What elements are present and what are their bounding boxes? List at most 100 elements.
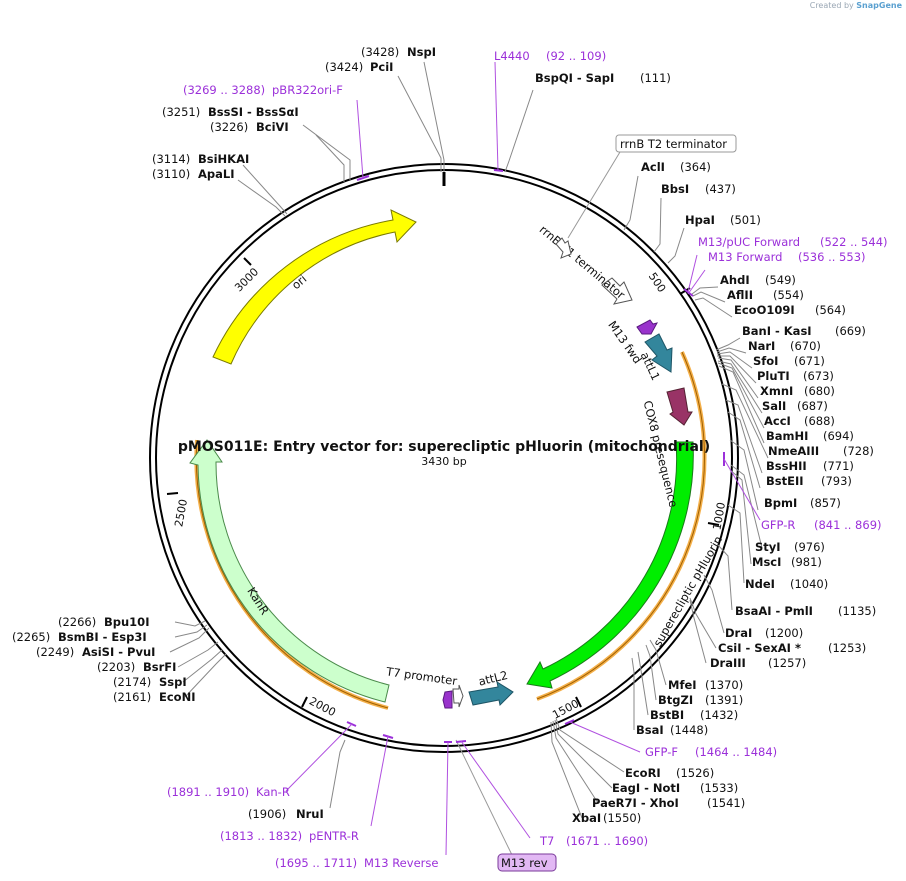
feature-rrnb-t1[interactable]: rrnB T1 terminator	[537, 222, 633, 305]
feature-rrnb-t2[interactable]: rrnB T2 terminator	[555, 134, 737, 259]
svg-text:(549): (549)	[765, 273, 796, 287]
site-xbai[interactable]: XbaI(1550)	[572, 811, 641, 825]
site-bsrfi[interactable]: (2203)BsrFI	[97, 660, 176, 674]
site-csii[interactable]: CsiI - SexAI *(1253)	[718, 641, 866, 655]
primer-m13-puc-forward[interactable]: M13/pUC Forward (522 .. 544)	[698, 235, 888, 249]
site-bsssi[interactable]: (3251)BssSI - BssSαI	[162, 105, 299, 119]
site-apali[interactable]: (3110)ApaLI	[152, 167, 235, 181]
site-nari[interactable]: NarI(670)	[748, 339, 821, 353]
svg-text:MfeI: MfeI	[668, 678, 697, 692]
svg-text:(1464 .. 1484): (1464 .. 1484)	[695, 745, 777, 759]
tick-3000-label: 3000	[232, 265, 261, 294]
plasmid-title: pMOS011E: Entry vector for: supereclipti…	[178, 439, 710, 455]
svg-text:T7: T7	[539, 834, 554, 848]
rrnb-t1-label: rrnB T1 terminator	[537, 222, 628, 302]
feature-m13-rev[interactable]: M13 rev	[442, 690, 557, 872]
site-paer7i[interactable]: PaeR7I - XhoI(1541)	[592, 796, 745, 810]
rrnb-t2-label: rrnB T2 terminator	[620, 137, 727, 151]
svg-text:(841 .. 869): (841 .. 869)	[814, 518, 882, 532]
site-bamhi[interactable]: BamHI(694)	[766, 429, 854, 443]
site-bsai[interactable]: BsaI(1448)	[636, 723, 708, 737]
svg-text:M13/pUC Forward: M13/pUC Forward	[698, 235, 800, 249]
site-sali[interactable]: SalI(687)	[762, 399, 828, 413]
svg-text:L4440: L4440	[494, 49, 530, 63]
site-ecoo109i[interactable]: EcoO109I(564)	[734, 303, 846, 317]
svg-text:EcoRI: EcoRI	[625, 766, 661, 780]
site-sspi[interactable]: (2174)SspI	[113, 675, 187, 689]
rrnb-t1-arrow	[601, 277, 633, 305]
svg-text:(2266): (2266)	[58, 615, 96, 629]
site-bstbi[interactable]: BstBI(1432)	[650, 708, 738, 722]
svg-text:(3269 .. 3288): (3269 .. 3288)	[183, 83, 265, 97]
site-ecori[interactable]: EcoRI(1526)	[625, 766, 714, 780]
site-bpmi[interactable]: BpmI(857)	[764, 496, 841, 510]
svg-text:(2249): (2249)	[36, 645, 74, 659]
attl2-label: attL2	[477, 668, 509, 689]
site-msci[interactable]: MscI(981)	[752, 555, 822, 569]
primer-m13-forward[interactable]: M13 Forward(536 .. 553)	[708, 250, 866, 264]
primer-t7[interactable]: T7(1671 .. 1690)	[539, 834, 648, 848]
svg-text:BamHI: BamHI	[766, 429, 808, 443]
primer-l4440[interactable]: L4440(92 .. 109)	[494, 49, 606, 63]
svg-text:BtgZI: BtgZI	[658, 693, 693, 707]
feature-kanr[interactable]: KanR	[189, 439, 390, 703]
primer-pbr322ori-f[interactable]: (3269 .. 3288)pBR322ori-F	[183, 83, 343, 97]
feature-ori[interactable]: ori	[212, 209, 417, 365]
svg-text:(1541): (1541)	[707, 796, 745, 810]
site-nspi[interactable]: (3428)NspI	[361, 45, 436, 59]
svg-text:NmeAIII: NmeAIII	[768, 444, 819, 458]
svg-text:AflII: AflII	[727, 288, 753, 302]
primer-labels: (3269 .. 3288)pBR322ori-F L4440(92 .. 10…	[167, 49, 888, 870]
site-acli[interactable]: AclI(364)	[641, 160, 711, 174]
svg-text:(728): (728)	[843, 444, 874, 458]
svg-text:(687): (687)	[797, 399, 828, 413]
site-styi[interactable]: StyI(976)	[755, 540, 825, 554]
svg-text:NruI: NruI	[296, 807, 324, 821]
svg-text:(3428): (3428)	[361, 45, 399, 59]
svg-text:SspI: SspI	[159, 675, 187, 689]
site-hpai[interactable]: HpaI(501)	[685, 213, 761, 227]
site-bsteii[interactable]: BstEII(793)	[766, 474, 852, 488]
site-sfoi[interactable]: SfoI(671)	[753, 354, 825, 368]
site-bspqi[interactable]: BspQI - SapI(111)	[535, 71, 671, 85]
site-asisi[interactable]: (2249)AsiSI - PvuI	[36, 645, 155, 659]
site-xmni[interactable]: XmnI(680)	[760, 384, 835, 398]
svg-text:MscI: MscI	[752, 555, 781, 569]
site-bcivi[interactable]: (3226)BciVI	[210, 120, 289, 134]
site-bsaai[interactable]: BsaAI - PmlI(1135)	[735, 604, 876, 618]
site-bsshii[interactable]: BssHII(771)	[766, 459, 854, 473]
tick-1000	[707, 522, 720, 526]
svg-text:BciVI: BciVI	[256, 120, 289, 134]
primer-m13-reverse[interactable]: (1695 .. 1711)M13 Reverse	[275, 856, 438, 870]
site-ahdi[interactable]: AhdI(549)	[720, 273, 796, 287]
site-eagi[interactable]: EagI - NotI(1533)	[612, 781, 738, 795]
site-ndei[interactable]: NdeI(1040)	[745, 577, 828, 591]
site-nmeaiii[interactable]: NmeAIII (728)	[768, 444, 874, 458]
site-bani[interactable]: BanI - KasI(669)	[742, 324, 866, 338]
site-bsmbi[interactable]: (2265)BsmBI - Esp3I	[12, 630, 147, 644]
svg-text:BsaI: BsaI	[636, 723, 664, 737]
feature-attl2[interactable]: attL2	[468, 668, 514, 707]
site-acci[interactable]: AccI(688)	[764, 414, 835, 428]
site-econi[interactable]: (2161)EcoNI	[113, 690, 195, 704]
feature-superecliptic-phluorin[interactable]: superecliptic pHluorin	[526, 441, 725, 689]
primer-kan-r[interactable]: (1891 .. 1910)Kan-R	[167, 785, 290, 799]
svg-text:(522 .. 544): (522 .. 544)	[820, 235, 888, 249]
site-aflii[interactable]: AflII(554)	[727, 288, 804, 302]
site-pluti[interactable]: PluTI(673)	[757, 369, 834, 383]
primer-gfp-f[interactable]: GFP-F(1464 .. 1484)	[645, 745, 777, 759]
site-drai[interactable]: DraI(1200)	[725, 626, 803, 640]
site-mfei[interactable]: MfeI(1370)	[668, 678, 743, 692]
primer-pentr-r[interactable]: (1813 .. 1832)pENTR-R	[220, 829, 359, 843]
site-btgzi[interactable]: BtgZI(1391)	[658, 693, 743, 707]
svg-text:(857): (857)	[810, 496, 841, 510]
site-bbsi[interactable]: BbsI(437)	[661, 182, 736, 196]
site-bsihkai[interactable]: (3114)BsiHKAI	[152, 152, 249, 166]
site-pcii[interactable]: (3424)PciI	[325, 60, 393, 74]
svg-text:(673): (673)	[803, 369, 834, 383]
site-bpu10i[interactable]: (2266)Bpu10I	[58, 615, 149, 629]
site-draiii[interactable]: DraIII(1257)	[710, 656, 806, 670]
site-nrui[interactable]: (1906)NruI	[248, 807, 324, 821]
primer-gfp-r[interactable]: GFP-R(841 .. 869)	[761, 518, 882, 532]
